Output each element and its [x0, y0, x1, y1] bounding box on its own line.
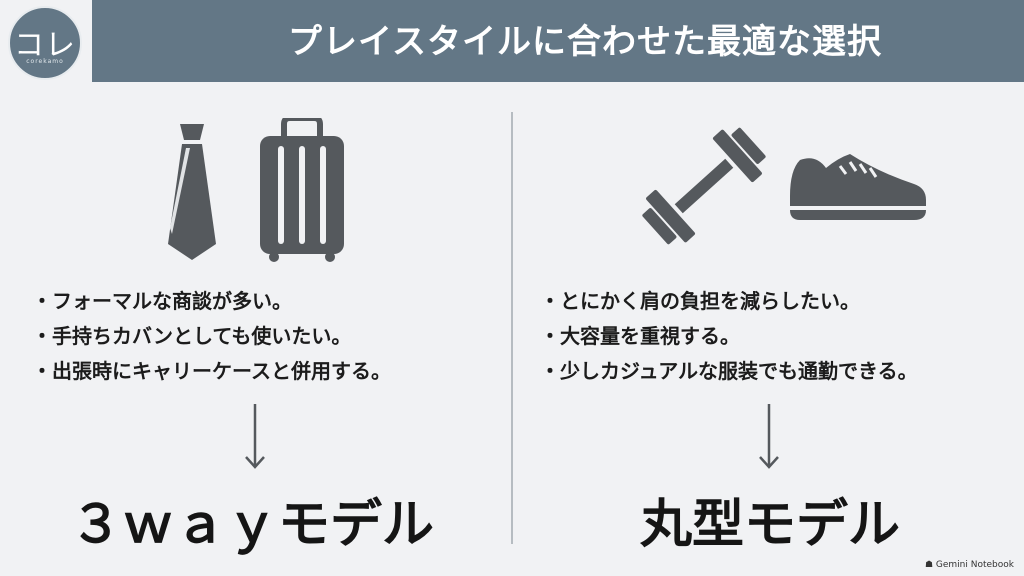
logo-subtext: corekamo [26, 58, 64, 65]
dumbbell-icon [642, 127, 766, 245]
list-item: 出張時にキャリーケースと併用する。 [32, 354, 391, 389]
watermark-text: Gemini Notebook [935, 560, 1014, 570]
suitcase-icon [260, 118, 344, 262]
down-arrow-icon [245, 404, 265, 469]
watermark: ☗ Gemini Notebook [925, 560, 1014, 570]
logo-text: コレ [14, 28, 76, 63]
right-model-name: 丸型モデル [639, 495, 900, 555]
list-item: 大容量を重視する。 [540, 319, 918, 354]
title-banner: プレイスタイルに合わせた最適な選択 [92, 0, 1024, 82]
list-item: 少しカジュアルな服装でも通勤できる。 [540, 354, 918, 389]
list-item: とにかく肩の負担を減らしたい。 [540, 284, 918, 319]
notebook-icon: ☗ [924, 560, 936, 570]
necktie-icon [168, 124, 216, 260]
column-divider [511, 112, 513, 544]
left-model-name: ３ｗａｙモデル [69, 495, 434, 555]
brand-logo: コレ corekamo [8, 6, 82, 80]
down-arrow-icon [759, 404, 779, 469]
left-bullet-list: フォーマルな商談が多い。 手持ちカバンとしても使いたい。 出張時にキャリーケース… [32, 284, 391, 389]
page-title: プレイスタイルに合わせた最適な選択 [288, 22, 882, 62]
right-bullet-list: とにかく肩の負担を減らしたい。 大容量を重視する。 少しカジュアルな服装でも通勤… [540, 284, 918, 389]
list-item: 手持ちカバンとしても使いたい。 [32, 319, 391, 354]
sneaker-icon [790, 154, 926, 220]
list-item: フォーマルな商談が多い。 [32, 284, 391, 319]
